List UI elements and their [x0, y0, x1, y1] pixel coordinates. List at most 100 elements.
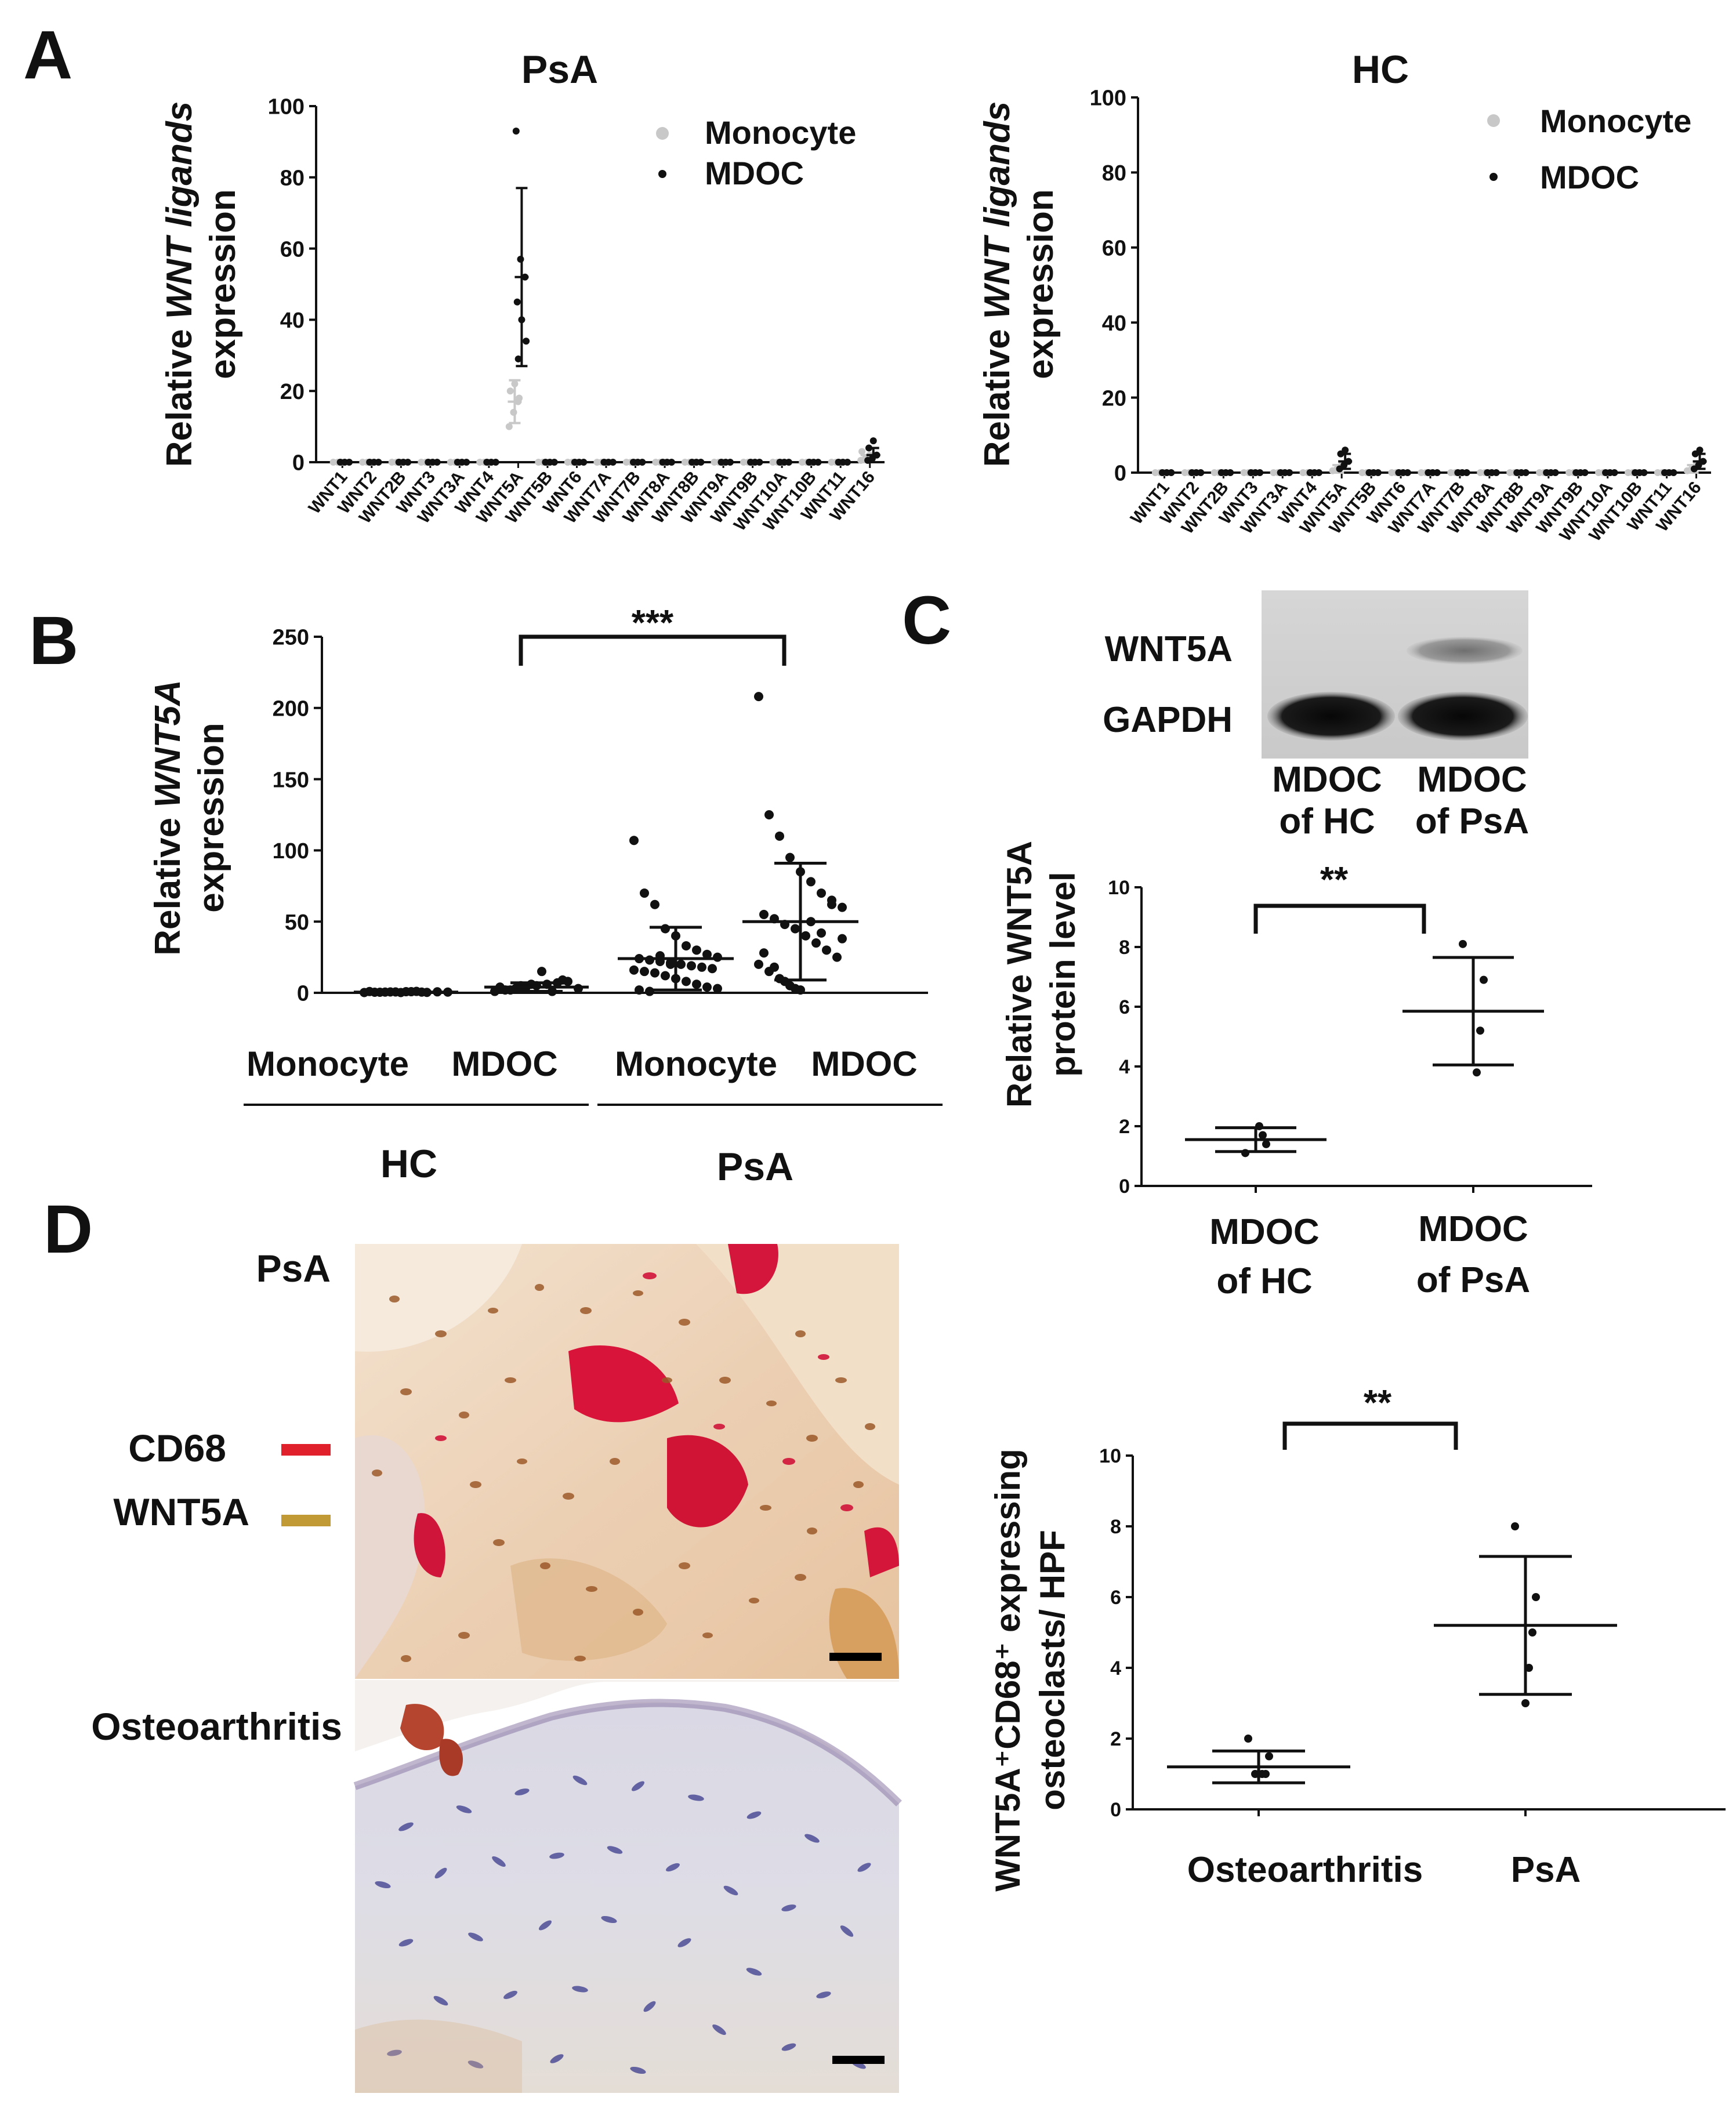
legend-mdoc-marker	[1489, 173, 1498, 181]
data-point	[785, 852, 795, 862]
cohort-label-hc: HC	[380, 1142, 437, 1186]
y-tick-label: 40	[1102, 311, 1126, 336]
data-point	[550, 459, 558, 466]
data-point	[822, 945, 831, 955]
data-point	[692, 945, 701, 955]
data-point	[1473, 1068, 1481, 1077]
blot-band-wnt5a-psa	[1407, 637, 1523, 665]
panel-letter-b: B	[29, 603, 78, 679]
data-point	[521, 273, 529, 281]
data-point	[518, 316, 525, 324]
data-point	[1286, 469, 1293, 476]
legend-cd68-label: CD68	[128, 1427, 226, 1470]
data-point	[791, 924, 800, 934]
significance-bracket	[1253, 904, 1426, 934]
data-point	[639, 459, 646, 466]
y-tick-label: 4	[1110, 1657, 1121, 1679]
data-point	[843, 459, 851, 466]
data-point	[1511, 1522, 1519, 1530]
data-point	[713, 984, 722, 993]
significance-bracket	[1282, 1421, 1458, 1450]
legend-monocyte-marker	[1487, 114, 1500, 127]
chart-a-hc-ylabel-line2: expression	[1021, 189, 1061, 379]
data-point	[754, 959, 763, 969]
data-point	[817, 888, 826, 898]
data-point	[759, 948, 769, 958]
legend-mdoc-marker	[658, 170, 666, 178]
data-point	[404, 459, 412, 466]
data-point	[537, 967, 546, 977]
y-tick-label: 20	[1102, 386, 1126, 411]
y-tick-label: 0	[292, 451, 305, 476]
group-label-psa-monocyte: Monocyte	[615, 1044, 777, 1083]
data-point	[708, 964, 717, 974]
chart-c-significance: **	[1320, 860, 1349, 900]
chart-d: WNT5A⁺CD68⁺ expressing osteoclasts/ HPF …	[988, 1383, 1726, 1892]
data-point	[697, 459, 705, 466]
data-point	[1492, 469, 1500, 476]
data-point	[346, 459, 353, 466]
data-point	[832, 952, 842, 962]
panel-letter-c: C	[902, 582, 951, 659]
chart-a-hc-ylabel: Relative WNT ligands	[977, 101, 1017, 467]
data-point	[702, 949, 712, 959]
data-point	[1315, 469, 1322, 476]
y-tick-label: 100	[1090, 86, 1126, 111]
image-label-osteoarthritis: Osteoarthritis	[91, 1705, 342, 1748]
chart-c-ylabel-line2: protein level	[1043, 872, 1082, 1076]
data-point	[1696, 447, 1704, 454]
data-point	[463, 459, 470, 466]
chart-d-ylabel-line2: osteoclasts/ HPF	[1033, 1530, 1072, 1811]
data-point	[1463, 469, 1470, 476]
cohort-label-psa: PsA	[717, 1145, 793, 1189]
chart-a-hc-title: HC	[1352, 48, 1409, 92]
data-point	[629, 965, 639, 975]
data-point	[775, 831, 784, 841]
y-tick-label: 100	[268, 95, 305, 119]
data-point	[1227, 469, 1234, 476]
data-point	[1480, 975, 1488, 984]
data-point	[514, 355, 522, 362]
y-tick-label: 100	[273, 839, 309, 863]
data-point	[640, 888, 649, 898]
data-point	[1532, 1593, 1540, 1601]
panel-letter-d: D	[44, 1191, 93, 1268]
data-point	[682, 977, 691, 986]
chart-a-psa-ylabel-line2: expression	[203, 189, 243, 379]
y-tick-label: 200	[273, 696, 309, 721]
data-point	[1459, 939, 1467, 948]
y-tick-label: 2	[1110, 1728, 1121, 1750]
data-point	[1244, 1735, 1252, 1743]
chart-d-category-osteoarthritis: Osteoarthritis	[1187, 1850, 1423, 1890]
data-point	[510, 409, 517, 416]
scale-bar-osteoarthritis	[832, 2056, 885, 2064]
y-tick-label: 8	[1110, 1516, 1121, 1538]
y-tick-label: 6	[1119, 996, 1130, 1018]
group-label-hc-monocyte: Monocyte	[247, 1044, 409, 1083]
image-label-psa: PsA	[256, 1247, 331, 1290]
data-point	[650, 968, 659, 978]
data-point	[785, 459, 792, 466]
micrograph-osteoarthritis	[353, 1680, 902, 2093]
legend-mdoc-label: MDOC	[705, 155, 804, 191]
data-point	[1256, 469, 1264, 476]
data-point	[629, 836, 639, 846]
y-tick-label: 80	[280, 166, 305, 190]
data-point	[505, 423, 513, 430]
data-point	[513, 298, 521, 306]
group-label-psa-mdoc: MDOC	[811, 1044, 917, 1083]
data-point	[687, 961, 696, 971]
data-point	[512, 127, 520, 135]
data-point	[1581, 469, 1589, 476]
data-point	[666, 959, 675, 969]
chart-b-ylabel: Relative WNT5A	[148, 680, 188, 955]
data-point	[726, 459, 734, 466]
y-tick-label: 0	[1119, 1175, 1130, 1198]
group-label-hc-mdoc: MDOC	[451, 1044, 557, 1083]
data-point	[580, 459, 588, 466]
legend-wnt5a-label: WNT5A	[113, 1490, 249, 1533]
chart-a-psa-ylabel: Relative WNT ligands	[160, 101, 200, 467]
data-point	[759, 909, 769, 919]
chart-d-ylabel: WNT5A⁺CD68⁺ expressing	[988, 1449, 1027, 1892]
y-tick-label: 6	[1110, 1587, 1121, 1609]
